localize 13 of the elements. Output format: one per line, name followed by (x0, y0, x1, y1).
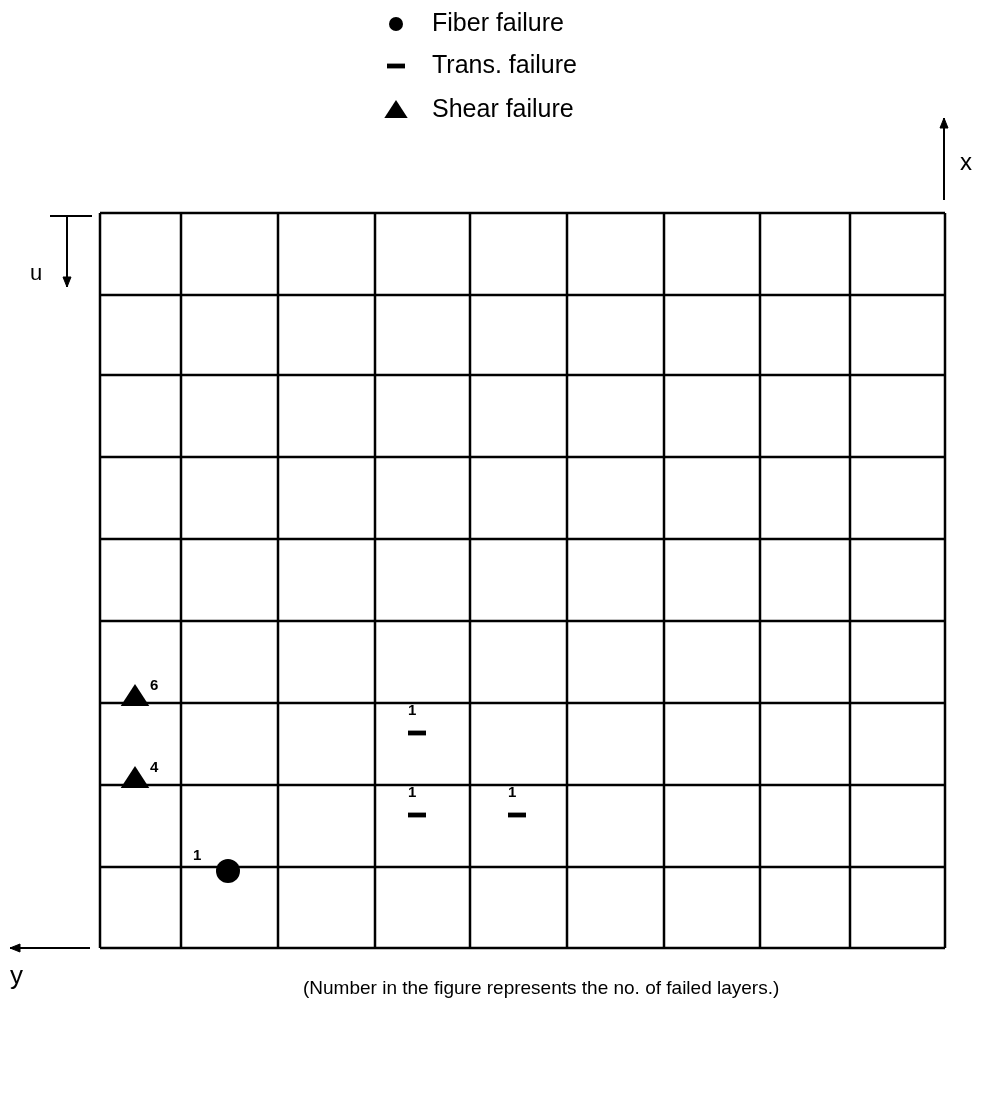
failure-count: 4 (150, 759, 159, 774)
failure-count: 6 (150, 677, 159, 692)
axis-label: x (960, 150, 972, 174)
failure-count: 1 (508, 784, 517, 799)
failure-count: 1 (408, 702, 417, 717)
legend-label: Fiber failure (432, 10, 564, 35)
axis-label: y (10, 962, 23, 988)
failure-count: 1 (408, 784, 417, 799)
legend-label: Shear failure (432, 96, 574, 121)
failure-count: 1 (193, 847, 202, 862)
legend-label: Trans. failure (432, 52, 577, 77)
axis-label: u (30, 262, 43, 284)
caption: (Number in the figure represents the no. of failed layers.) (303, 978, 780, 997)
